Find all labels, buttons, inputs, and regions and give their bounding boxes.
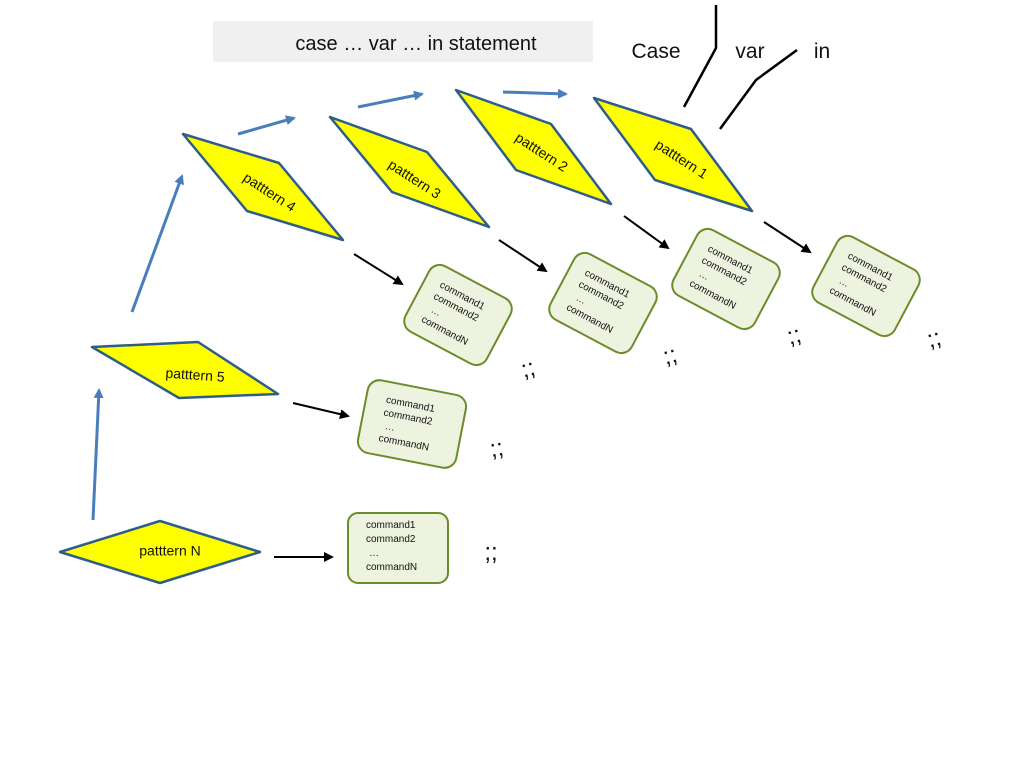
diagram-title: case … var … in statement <box>295 33 537 55</box>
flow-arrow <box>357 90 424 109</box>
command-line: … <box>429 305 443 319</box>
pattern-n-node: patttern N <box>58 519 262 585</box>
command-block-5: command1 command2 … commandN <box>356 379 468 469</box>
command-line: … <box>384 421 396 434</box>
terminator-3: ;; <box>660 341 680 371</box>
command-line: command1 <box>366 520 416 531</box>
match-arrow <box>292 402 350 420</box>
pattern-2-node: patttern 2 <box>454 88 613 206</box>
command-block-n: command1 command2 … commandN <box>347 512 449 584</box>
terminator-1: ;; <box>924 324 944 354</box>
command-block-1: command1 command2 … commandN <box>811 234 921 338</box>
keyword-connector-line <box>682 5 718 108</box>
terminator-n: ;; <box>484 539 497 566</box>
match-arrow <box>623 215 670 250</box>
pattern-3-node: patttern 3 <box>328 115 491 229</box>
terminator-2: ;; <box>784 321 804 351</box>
match-arrow <box>763 221 812 254</box>
keyword-in: in <box>814 40 830 63</box>
title-banner: case … var … in statement <box>213 21 593 62</box>
command-block-3: command1 command2 … commandN <box>548 251 658 355</box>
pattern-n-label: patttern N <box>139 543 200 559</box>
match-arrow <box>498 239 548 273</box>
command-block-2: command1 command2 … commandN <box>671 227 781 331</box>
pattern-4-node: patttern 4 <box>181 132 345 242</box>
pattern-5-node: patttern 5 <box>90 340 280 400</box>
pattern-1-node: patttern 1 <box>592 96 754 213</box>
keyword-connector-line <box>718 48 798 130</box>
flow-arrow <box>91 388 104 521</box>
terminator-5: ;; <box>488 434 506 463</box>
flow-arrow <box>237 115 296 136</box>
match-arrow <box>353 253 404 286</box>
flow-arrow <box>130 174 184 313</box>
command-line: … <box>697 269 711 283</box>
command-line: … <box>574 293 588 307</box>
command-line: commandN <box>366 562 417 573</box>
terminator-4: ;; <box>518 354 538 384</box>
command-line: command2 <box>366 534 416 545</box>
flow-arrow <box>502 88 568 99</box>
keyword-var: var <box>735 40 764 63</box>
command-line: … <box>837 276 851 290</box>
command-block-4: command1 command2 … commandN <box>403 263 513 367</box>
command-line: … <box>369 548 379 559</box>
pattern-5-label: patttern 5 <box>165 365 225 385</box>
keyword-case: Case <box>631 40 680 63</box>
